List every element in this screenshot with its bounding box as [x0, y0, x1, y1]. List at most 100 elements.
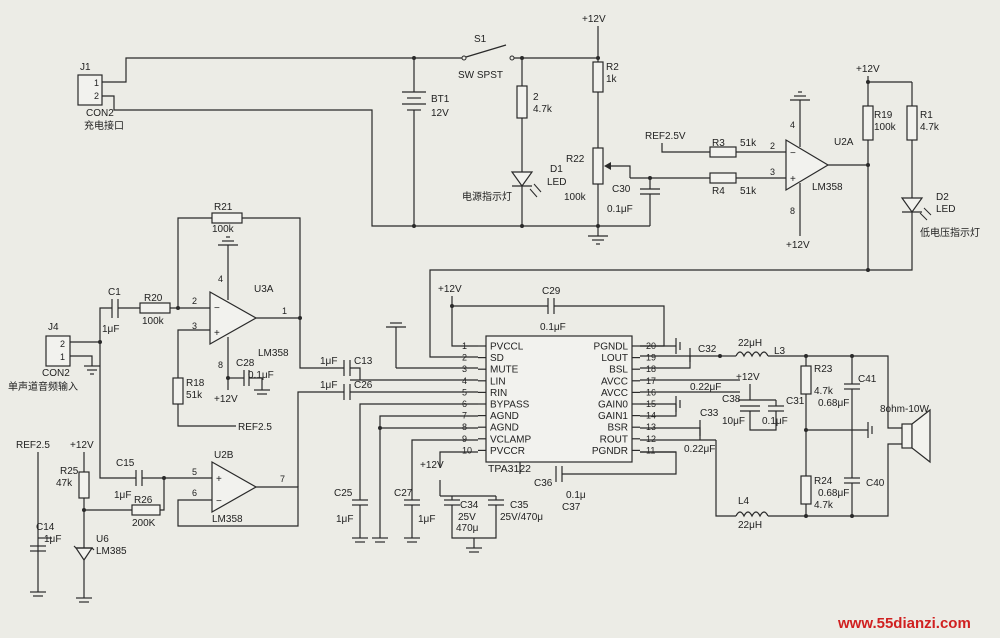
r20-val: 100k: [142, 316, 165, 327]
r26-ref: R26: [134, 495, 153, 506]
c36-val: 0.1μ: [566, 490, 586, 501]
wire-to-c26: [297, 391, 344, 487]
tpa-pin-name: LOUT: [601, 353, 628, 364]
tpa-pin-name: BSL: [609, 365, 628, 376]
led-ray: [919, 212, 928, 221]
lowbatt-section: REF2.5V R3 51k R4 51k − + 2 3 U2A LM358 …: [429, 64, 980, 358]
c33-ref: C33: [700, 408, 719, 419]
c27-val: 1μF: [418, 514, 435, 525]
wire-vclamp: [411, 439, 478, 500]
wire-j1-pin2: [102, 95, 598, 227]
tpa-pin-name: PVCCR: [490, 446, 525, 457]
j1-ref: J1: [80, 62, 91, 73]
c38-ref: C38: [722, 394, 741, 405]
junction: [378, 426, 382, 430]
speaker-icon: [901, 423, 913, 449]
speaker-label: 8ohm-10W: [880, 404, 929, 415]
u3a-minus: −: [214, 303, 220, 314]
r-led-ref: 2: [533, 92, 539, 103]
wire-pvccr: [439, 451, 478, 468]
tpa-pin-name: AGND: [490, 423, 519, 434]
resistor-led: [516, 85, 528, 119]
buffer-section: REF2.5 +12V R25 47k R26 200K C15 1μF + −…: [16, 391, 344, 603]
tpa-pin-name: LIN: [490, 376, 506, 387]
c33-val: 0.22μF: [684, 444, 715, 455]
wire-bypass: [359, 403, 478, 500]
r4-val: 51k: [740, 186, 757, 197]
u2b-part: LM358: [212, 514, 243, 525]
u2a-plus: +: [790, 174, 796, 185]
c1-ref: C1: [108, 287, 121, 298]
opamp-u3a: [209, 290, 258, 346]
led-ray: [923, 207, 932, 216]
vcc-u2a-label: +12V: [786, 240, 810, 251]
tpa-pin-name: BSR: [607, 423, 628, 434]
r19-ref: R19: [874, 110, 893, 121]
resistor-r4: [709, 172, 737, 184]
c30-ref: C30: [612, 184, 631, 195]
tpa-pin-name: SD: [490, 353, 504, 364]
c37-ref: C37: [562, 502, 581, 513]
wire-u2b-fb: [177, 486, 299, 527]
wire: [350, 367, 361, 380]
j1-pin2: 2: [94, 91, 99, 101]
ref25-label-buffer: REF2.5: [16, 440, 50, 451]
d1-ref: D1: [550, 164, 563, 175]
d2-ref: D2: [936, 192, 949, 203]
resistor-r19: [862, 105, 874, 141]
r18-ref: R18: [186, 378, 205, 389]
wire-fb-right: [242, 217, 301, 318]
u2a-pin3: 3: [770, 167, 775, 177]
c35-val: 25V/470μ: [500, 512, 543, 523]
tpa-pin-number: 3: [462, 364, 467, 374]
wire-pvccl: [451, 296, 478, 347]
u2a-ref: U2A: [834, 137, 854, 148]
tpa-pin-name: GAIN1: [598, 411, 628, 422]
zener-u6: [74, 547, 94, 562]
junction: [804, 354, 808, 358]
r22-val: 100k: [564, 192, 587, 203]
junction: [804, 428, 808, 432]
d2-desc: 低电压指示灯: [920, 226, 980, 239]
u2a-pin8: 8: [790, 206, 795, 216]
u2b-minus: −: [216, 496, 222, 507]
tpa-pin-number: 4: [462, 376, 467, 386]
wire-u3a-plus: [177, 329, 210, 378]
r18-val: 51k: [186, 390, 203, 401]
u2a-pin4: 4: [790, 120, 795, 130]
wire-ref: [661, 143, 710, 153]
wire-agnd: [379, 415, 478, 538]
ref25v-label: REF2.5V: [645, 131, 686, 142]
tpa-pin-number: 13: [646, 422, 656, 432]
potentiometer-r22: [592, 147, 604, 185]
junction: [412, 224, 416, 228]
r21-ref: R21: [214, 202, 233, 213]
wire-j1-pin1: [102, 57, 462, 83]
u3a-pin8: 8: [218, 360, 223, 370]
j4-part: CON2: [42, 368, 70, 379]
tpa-pin-number: 8: [462, 422, 467, 432]
tpa-pin-number: 2: [462, 353, 467, 363]
u3a-pin2: 2: [192, 296, 197, 306]
vcc-top-label: +12V: [582, 14, 606, 25]
u2b-plus: +: [216, 474, 222, 485]
r24-val: 4.7k: [814, 500, 834, 511]
c29-val: 0.1μF: [540, 322, 566, 333]
r19-val: 100k: [874, 122, 897, 133]
c29-ref: C29: [542, 286, 561, 297]
wire-fb-left: [177, 217, 212, 296]
u2b-pin7: 7: [280, 474, 285, 484]
r2-ref: R2: [606, 62, 619, 73]
watermark-text: www.55dianzi.com: [837, 615, 971, 632]
speaker-cone: [911, 408, 931, 464]
vcc-u3a-label: +12V: [214, 394, 238, 405]
r24-ref: R24: [814, 476, 833, 487]
inductor-l4: [735, 511, 769, 518]
tpa-pin-name: BYPASS: [490, 400, 530, 411]
tpa-pin-number: 11: [646, 445, 655, 455]
u6-ref: U6: [96, 534, 109, 545]
junction: [412, 56, 416, 60]
tpa-pin-number: 10: [462, 445, 472, 455]
u2a-part: LM358: [812, 182, 843, 193]
